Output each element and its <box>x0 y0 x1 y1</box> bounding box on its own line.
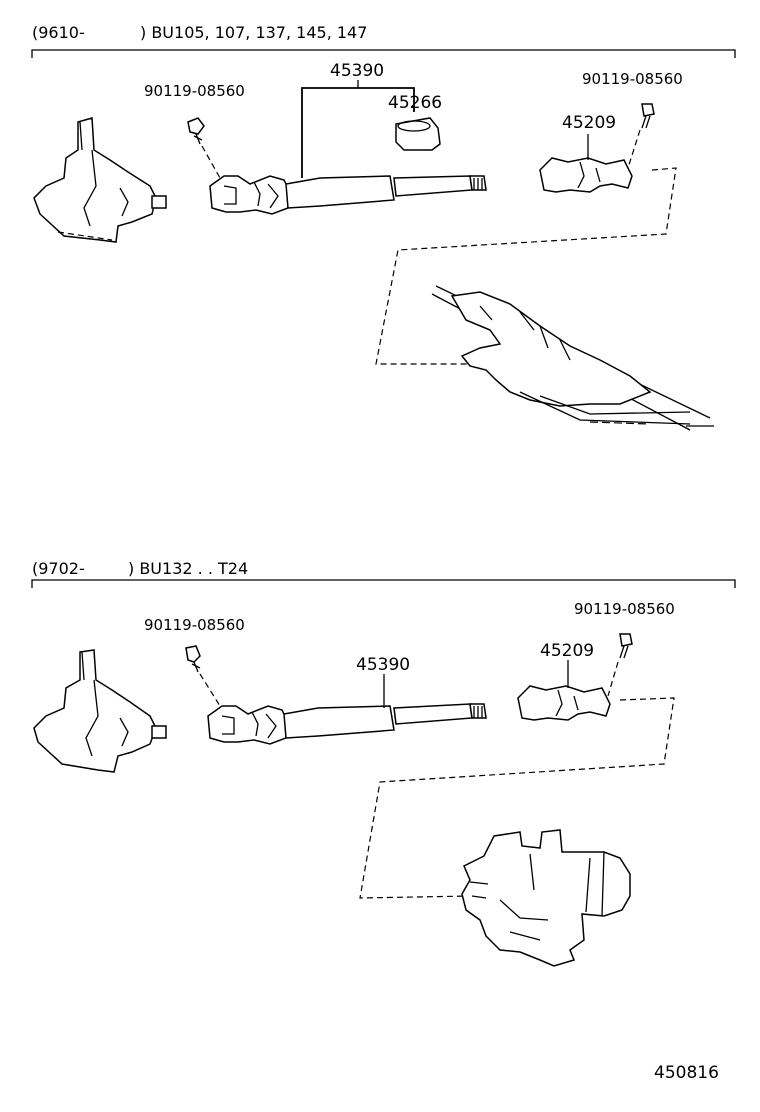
section-1-bolt-right: 90119-08560 <box>582 70 683 169</box>
section-2-connection-line <box>359 697 675 899</box>
section-2-shaft-label: 45390 <box>356 655 410 675</box>
section-2-joint: 45209 <box>517 641 611 721</box>
section-1-rack-illustration <box>431 285 714 431</box>
section-1-joint: 45209 <box>539 113 633 193</box>
section-1-dust-seal: 45266 <box>388 93 442 151</box>
section-2-gear-box-illustration <box>33 649 167 773</box>
section-1-date-code: (9610- <box>32 23 85 42</box>
section-2-shaft-assembly: 45390 <box>207 655 487 745</box>
section-2-gear-illustration <box>461 829 631 967</box>
section-2-bolt-left: 90119-08560 <box>144 616 245 707</box>
section-1-divider <box>31 49 736 58</box>
section-2-bolt-left-label: 90119-08560 <box>144 616 245 634</box>
section-2-joint-label: 45209 <box>540 641 594 661</box>
section-2: (9702- ) BU132 . . T24 90119-08560 45390 <box>31 559 736 967</box>
section-1: (9610- ) BU105, 107, 137, 145, 147 90119… <box>31 23 736 431</box>
section-2-models: ) BU132 . . T24 <box>128 559 248 578</box>
section-1-models: ) BU105, 107, 137, 145, 147 <box>140 23 367 42</box>
section-1-joint-label: 45209 <box>562 113 616 133</box>
figure-code: 450816 <box>654 1063 719 1083</box>
section-1-shaft-label: 45390 <box>330 61 384 81</box>
section-1-bolt-left-label: 90119-08560 <box>144 82 245 100</box>
section-2-bolt-right-label: 90119-08560 <box>574 600 675 618</box>
section-1-gear-box-illustration <box>33 117 167 243</box>
section-2-bolt-right: 90119-08560 <box>574 600 675 697</box>
section-2-divider <box>31 579 736 588</box>
section-1-dust-seal-label: 45266 <box>388 93 442 113</box>
section-1-shaft-assembly: 45390 <box>209 61 487 215</box>
section-1-connection-line <box>375 167 677 365</box>
section-1-bolt-left: 90119-08560 <box>144 82 245 179</box>
section-2-date-code: (9702- <box>32 559 85 578</box>
section-1-bolt-right-label: 90119-08560 <box>582 70 683 88</box>
